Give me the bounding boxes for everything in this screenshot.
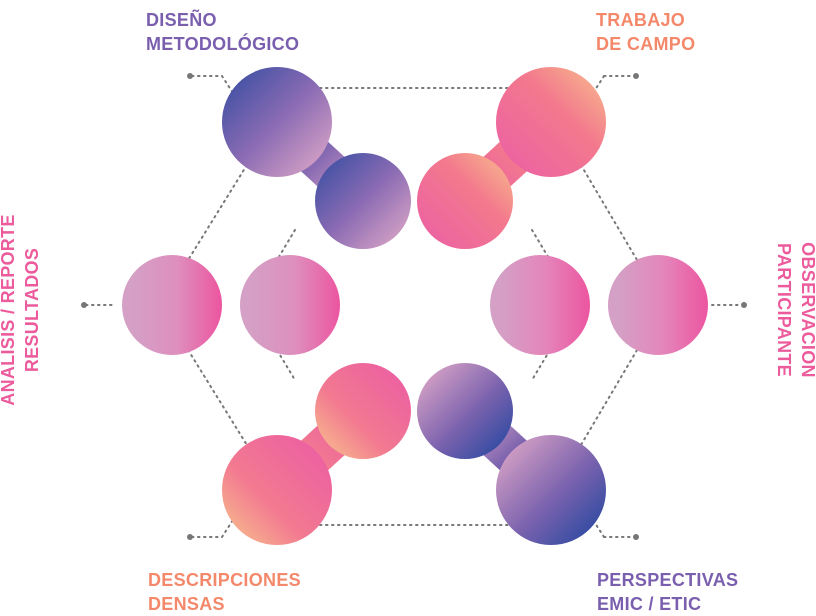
- leader-bottom-right-diag: [585, 508, 605, 538]
- connector-outer-upper-left: [184, 159, 251, 266]
- label-analisis-resultados: ANÁLISIS / REPORTE RESULTADOS: [0, 200, 44, 420]
- label-observacion-line1: OBSERVACIÓN: [798, 242, 816, 378]
- label-diseno-line1: DISEÑO: [146, 10, 217, 30]
- dot-top-left: [187, 73, 193, 79]
- label-perspectivas-line1: PERSPECTIVAS: [597, 570, 739, 590]
- leader-top-left-diag: [221, 75, 241, 105]
- connector-inner-lower-left: [264, 329, 296, 381]
- label-observacion-line2: PARTICIPANTE: [774, 243, 794, 377]
- connector-lines: [85, 75, 743, 538]
- node-observacion-participante: [490, 255, 708, 355]
- label-trabajo-line1: TRABAJO: [596, 10, 686, 30]
- label-diseno-line2: METODOLÓGICO: [146, 34, 300, 54]
- label-descripciones-line2: DENSAS: [148, 594, 225, 614]
- node-descripciones-densas: [222, 363, 411, 545]
- node-perspectivas-emic-etic: [417, 363, 606, 545]
- label-perspectivas-line2: EMIC / ETIC: [597, 594, 702, 614]
- leader-top-right-diag: [585, 75, 605, 105]
- node-analisis-resultados: [122, 255, 340, 355]
- label-analisis-line1: ANÁLISIS / REPORTE: [0, 214, 18, 406]
- connector-outer-upper-right: [577, 159, 641, 266]
- label-perspectivas-emic-etic: PERSPECTIVAS EMIC / ETIC: [597, 568, 738, 616]
- label-analisis-line2: RESULTADOS: [22, 247, 42, 373]
- label-descripciones-densas: DESCRIPCIONES DENSAS: [148, 568, 301, 616]
- dot-bottom-left: [187, 534, 193, 540]
- leader-bottom-left-diag: [221, 508, 241, 538]
- label-descripciones-line1: DESCRIPCIONES: [148, 570, 301, 590]
- connector-outer-lower-right: [577, 344, 641, 451]
- label-diseno-metodologico: DISEÑO METODOLÓGICO: [146, 8, 299, 56]
- label-trabajo-line2: DE CAMPO: [596, 34, 696, 54]
- dot-top-right: [633, 73, 639, 79]
- node-diseno-metodologico: [222, 67, 411, 249]
- dot-right: [741, 302, 747, 308]
- connector-inner-lower-right: [531, 329, 563, 381]
- dot-left: [81, 302, 87, 308]
- label-observacion-participante: OBSERVACIÓN PARTICIPANTE: [772, 200, 816, 420]
- node-trabajo-de-campo: [417, 67, 606, 249]
- leader-end-dots: [81, 73, 747, 540]
- label-trabajo-de-campo: TRABAJO DE CAMPO: [596, 8, 695, 56]
- dot-bottom-right: [633, 534, 639, 540]
- connector-outer-lower-left: [184, 344, 251, 451]
